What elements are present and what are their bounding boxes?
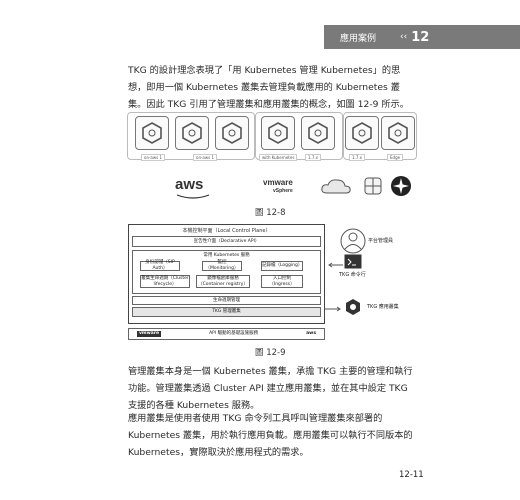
kubernetes-node-icon	[301, 116, 335, 150]
figure-caption-12-9: 圖 12-9	[255, 348, 286, 358]
terminal-icon	[344, 254, 362, 269]
local-control-plane-title: 本機控制平面（Local Control Plane）	[182, 228, 271, 234]
app-cluster-arrow-icon	[325, 306, 341, 312]
vmware-badge: vmware	[137, 331, 162, 337]
kubernetes-node-icon	[175, 116, 209, 150]
tkg-app-cluster-label: TKG 應用叢集	[367, 304, 399, 310]
cluster-label: 1.7.x	[305, 154, 321, 161]
tkg-management-cluster-box: TKG 管理叢集	[132, 307, 321, 317]
edge-compass-icon	[391, 176, 411, 196]
lifecycle-management-box: 生命週期管理	[132, 296, 321, 305]
kubernetes-node-icon	[261, 116, 295, 150]
chapter-number: 12	[411, 29, 430, 45]
kubernetes-wheel-icon	[346, 299, 360, 315]
service-logging: 記錄檔（Logging）	[261, 261, 303, 271]
cli-arrow-icon	[328, 262, 343, 268]
figure-12-9: 本機控制平面（Local Control Plane） 宣告性介面（Declar…	[128, 224, 418, 344]
kubernetes-node-icon	[381, 116, 415, 150]
infrastructure-service-bar: vmware API 驅動的基礎設施服務 aws	[128, 328, 325, 340]
vmware-logo: vmware	[263, 178, 293, 187]
aws-logo: aws	[175, 176, 204, 193]
figure-caption-12-8: 圖 12-8	[255, 208, 286, 218]
service-monitoring: 監控（Monitoring）	[202, 260, 242, 271]
cluster-group-vmware	[255, 112, 343, 160]
cloud-grid-icon	[364, 177, 382, 195]
kubernetes-node-icon	[345, 116, 379, 150]
tkg-cli-label: TKG 命令行	[339, 272, 366, 278]
aws-smile-icon	[176, 194, 210, 199]
chapter-header: 應用案例 ‹‹ 12	[324, 25, 520, 49]
management-cluster-frame	[128, 224, 325, 324]
kubernetes-node-icon	[215, 116, 249, 150]
service-ingress: 入口控制（Ingress）	[261, 275, 303, 288]
figure-12-8: on-aws 1 on-aws 1 with Kubernetes 1.7.x …	[127, 108, 417, 203]
infrastructure-service-label: API 驅動的基礎設施服務	[209, 331, 259, 336]
declarative-api-box: 宣告性介面（Declarative API）	[132, 236, 321, 247]
kubernetes-node-icon	[135, 116, 169, 150]
cluster-label: 1.7.x	[349, 154, 365, 161]
public-cloud-icon	[321, 179, 351, 194]
cluster-label: Edge	[387, 154, 404, 161]
platform-admin-label: 平台管理員	[368, 238, 394, 244]
chapter-label: 應用案例	[340, 33, 377, 44]
page-number: 12-11	[399, 470, 424, 480]
chevron-left-icon: ‹‹	[400, 32, 408, 42]
service-cluster-lifecycle: 叢集生命週期（Cluster lifecycle）	[140, 275, 190, 288]
paragraph-management-cluster: 管理叢集本身是一個 Kubernetes 叢集，承擔 TKG 主要的管理和執行功…	[128, 366, 413, 411]
paragraph-application-cluster: 應用叢集是使用者使用 TKG 命令列工具呼叫管理叢集來部署的 Kubernete…	[128, 413, 413, 458]
vsphere-label: vSphere	[273, 188, 293, 194]
cluster-group-edge	[343, 112, 417, 160]
cluster-group-aws	[127, 112, 255, 160]
service-auth: 身份認證（SIP Auth）	[140, 260, 180, 271]
paragraph-intro: TKG 的設計理念表現了「用 Kubernetes 管理 Kubernetes」…	[128, 65, 409, 110]
common-services-title: 常用 Kubernetes 服務	[203, 253, 250, 258]
cluster-label: on-aws 1	[193, 154, 218, 161]
cluster-label: on-aws 1	[141, 154, 166, 161]
service-container-registry: 鏡像檔倉庫服務（Container registry）	[196, 275, 250, 288]
aws-badge: aws	[306, 331, 316, 336]
admin-user-icon	[340, 228, 366, 254]
cluster-label: with Kubernetes	[259, 154, 298, 161]
